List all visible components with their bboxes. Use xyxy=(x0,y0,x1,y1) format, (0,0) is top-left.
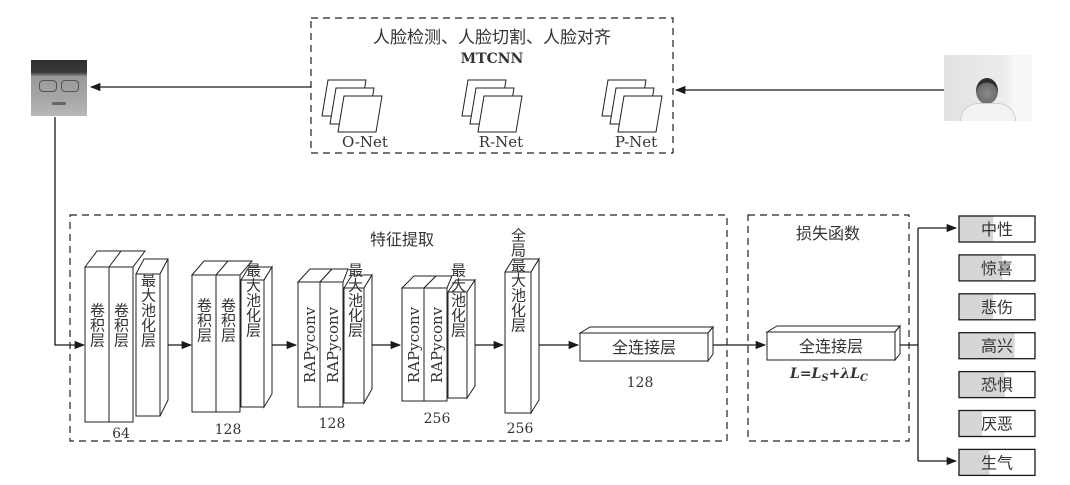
cropped-face-image xyxy=(31,60,87,116)
block-3-layer-1: RAPyconv xyxy=(301,306,319,383)
face-glasses xyxy=(61,80,79,92)
mtcnn-title: 人脸检测、人脸切割、人脸对齐 xyxy=(373,28,611,48)
block-1 xyxy=(84,250,169,423)
block-4-layer-2: RAPyconv xyxy=(428,306,446,383)
fc-layer-2 xyxy=(765,324,902,362)
mtcnn-subtitle: MTCNN xyxy=(461,51,524,67)
emotion-output-7: 生气 xyxy=(958,448,1036,477)
person-head xyxy=(976,78,998,104)
emotion-output-3: 悲伤 xyxy=(958,293,1036,321)
emotion-box xyxy=(958,293,1036,321)
emotion-box xyxy=(958,254,1036,282)
block-3-layer-3: 最大池化层 xyxy=(346,263,364,338)
onet-stack xyxy=(321,79,383,133)
loss-function-title: 损失函数 xyxy=(796,224,860,243)
emotion-output-2: 惊喜 xyxy=(958,254,1036,282)
emotion-score-bar xyxy=(959,293,994,320)
emotion-box xyxy=(958,332,1036,360)
input-photo-image xyxy=(944,55,1032,121)
block-4-layer-1: RAPyconv xyxy=(405,306,423,383)
block-4-channels: 256 xyxy=(424,411,451,427)
block-2-layer-1: 卷积层 xyxy=(195,298,213,343)
loss-function-box xyxy=(747,214,910,442)
emotion-score-bar xyxy=(959,449,990,476)
block-1-layer-1: 卷积层 xyxy=(88,303,106,348)
emotion-label: 生气 xyxy=(981,453,1013,472)
emotion-output-4: 高兴 xyxy=(958,332,1036,360)
emotion-box xyxy=(958,448,1036,477)
block-1-layer-2: 卷积层 xyxy=(112,303,130,348)
fc-layer-1-label: 全连接层 xyxy=(612,338,676,357)
block-3-channels: 128 xyxy=(319,416,346,432)
block-3 xyxy=(296,268,373,408)
emotion-label: 悲伤 xyxy=(981,298,1013,317)
emotion-output-5: 恐惧 xyxy=(958,370,1036,399)
emotion-score-bar xyxy=(959,332,1015,359)
emotion-label: 高兴 xyxy=(981,337,1013,356)
block-5 xyxy=(504,257,540,415)
block-2-layer-2: 卷积层 xyxy=(219,298,237,343)
rnet-label: R-Net xyxy=(479,133,523,151)
emotion-score-bar xyxy=(959,410,982,437)
emotion-label: 惊喜 xyxy=(981,259,1013,278)
arrow-face-to-network xyxy=(54,117,86,350)
feature-extraction-title: 特征提取 xyxy=(370,230,434,249)
emotion-label: 中性 xyxy=(981,220,1013,239)
fc-layer-2-label: 全连接层 xyxy=(799,337,863,356)
fc-layer-1 xyxy=(578,325,715,363)
emotion-score-bar xyxy=(959,254,1003,281)
pnet-label: P-Net xyxy=(615,133,657,151)
block-2-layer-3: 最大池化层 xyxy=(244,263,262,338)
block-1-layer-3: 最大池化层 xyxy=(139,273,157,348)
mtcnn-box xyxy=(310,17,674,154)
emotion-box xyxy=(958,409,1036,438)
emotion-label: 恐惧 xyxy=(981,376,1013,395)
block-5-layer-1: 全局最大池化层 xyxy=(509,227,527,333)
block-4-layer-3: 最大池化层 xyxy=(449,263,467,338)
emotion-output-6: 厌恶 xyxy=(958,409,1036,438)
pnet-stack xyxy=(601,79,663,133)
face-glasses xyxy=(39,80,57,92)
rnet-stack xyxy=(461,79,523,133)
fc-layer-1-units: 128 xyxy=(627,375,654,391)
emotion-score-bar xyxy=(959,216,994,242)
emotion-box xyxy=(958,370,1036,399)
onet-label: O-Net xyxy=(342,133,388,151)
emotion-box xyxy=(958,215,1036,243)
block-1-channels: 64 xyxy=(112,426,130,442)
emotion-label: 厌恶 xyxy=(981,415,1013,434)
block-5-channels: 256 xyxy=(507,421,534,437)
block-2-channels: 128 xyxy=(215,422,242,438)
loss-formula: L=LS+λLC xyxy=(789,366,868,384)
emotion-output-1: 中性 xyxy=(958,215,1036,243)
emotion-score-bar xyxy=(959,371,1005,398)
feature-extraction-box xyxy=(69,214,728,442)
block-2 xyxy=(190,260,273,413)
face-mouth xyxy=(52,102,66,105)
block-4 xyxy=(400,275,476,402)
block-3-layer-2: RAPyconv xyxy=(324,306,342,383)
